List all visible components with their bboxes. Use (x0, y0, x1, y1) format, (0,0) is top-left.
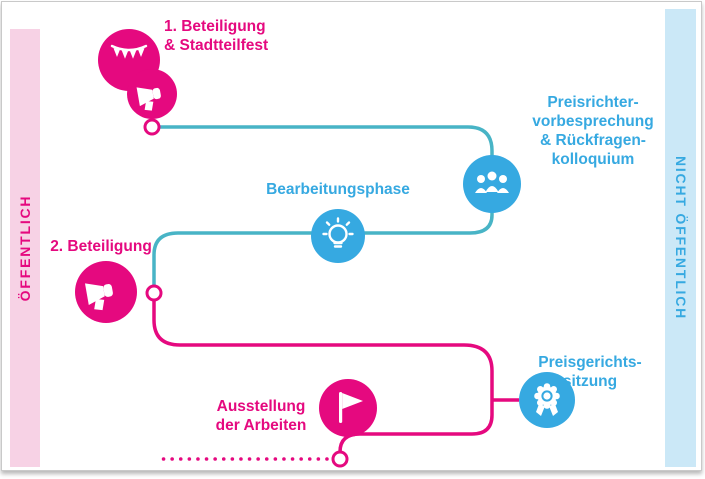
step-circle-ausstellung (319, 379, 377, 437)
flow-diagram (75, 29, 575, 468)
nonpublic-band: NICHT ÖFFENTLICH (665, 9, 696, 467)
milestone-node-1 (143, 118, 161, 136)
label-ausstellung: Ausstellung der Arbeiten (215, 398, 307, 434)
process-diagram: ÖFFENTLICH NICHT ÖFFENTLICH (1, 1, 702, 471)
flag-icon (339, 392, 363, 423)
label-beteiligung-2: 2. Beteiligung (50, 238, 152, 255)
step-circle-bearbeitung (311, 209, 365, 263)
label-beteiligung-1: 1. Beteiligung & Stadtteilfest (164, 18, 269, 54)
megaphone-icon (84, 283, 113, 311)
label-preisgericht: Preisgerichts- sitzung (538, 354, 642, 390)
label-bearbeitungsphase: Bearbeitungsphase (266, 181, 410, 198)
milestone-node-2 (145, 284, 163, 302)
flow-line-top (159, 125, 494, 184)
megaphone-icon (136, 87, 161, 111)
award-icon (534, 383, 560, 416)
lightbulb-icon (322, 217, 354, 248)
step-circle-preisrichter (463, 155, 521, 213)
jury-icon (475, 171, 509, 193)
bunting-icon (110, 44, 148, 59)
label-preisrichter: Preisrichter- vorbesprechung & Rückfrage… (532, 94, 654, 168)
public-band: ÖFFENTLICH (10, 29, 40, 467)
milestone-node-3 (331, 450, 349, 468)
